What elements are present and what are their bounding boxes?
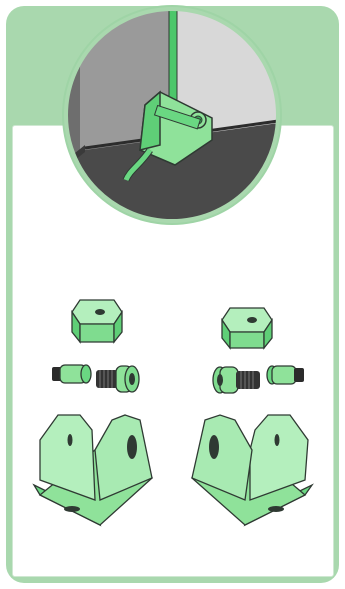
left-bracket-icon <box>32 414 154 527</box>
right-socket-cap-screw-icon <box>212 366 260 394</box>
left-small-screw-icon <box>52 364 92 384</box>
mounted-bracket-detail-icon <box>62 5 282 225</box>
right-hex-spacer-icon <box>221 307 273 350</box>
left-socket-cap-screw-icon <box>96 365 140 393</box>
left-hex-spacer-icon <box>71 299 123 344</box>
right-bracket-icon <box>190 414 314 527</box>
right-small-screw-icon <box>266 365 304 385</box>
